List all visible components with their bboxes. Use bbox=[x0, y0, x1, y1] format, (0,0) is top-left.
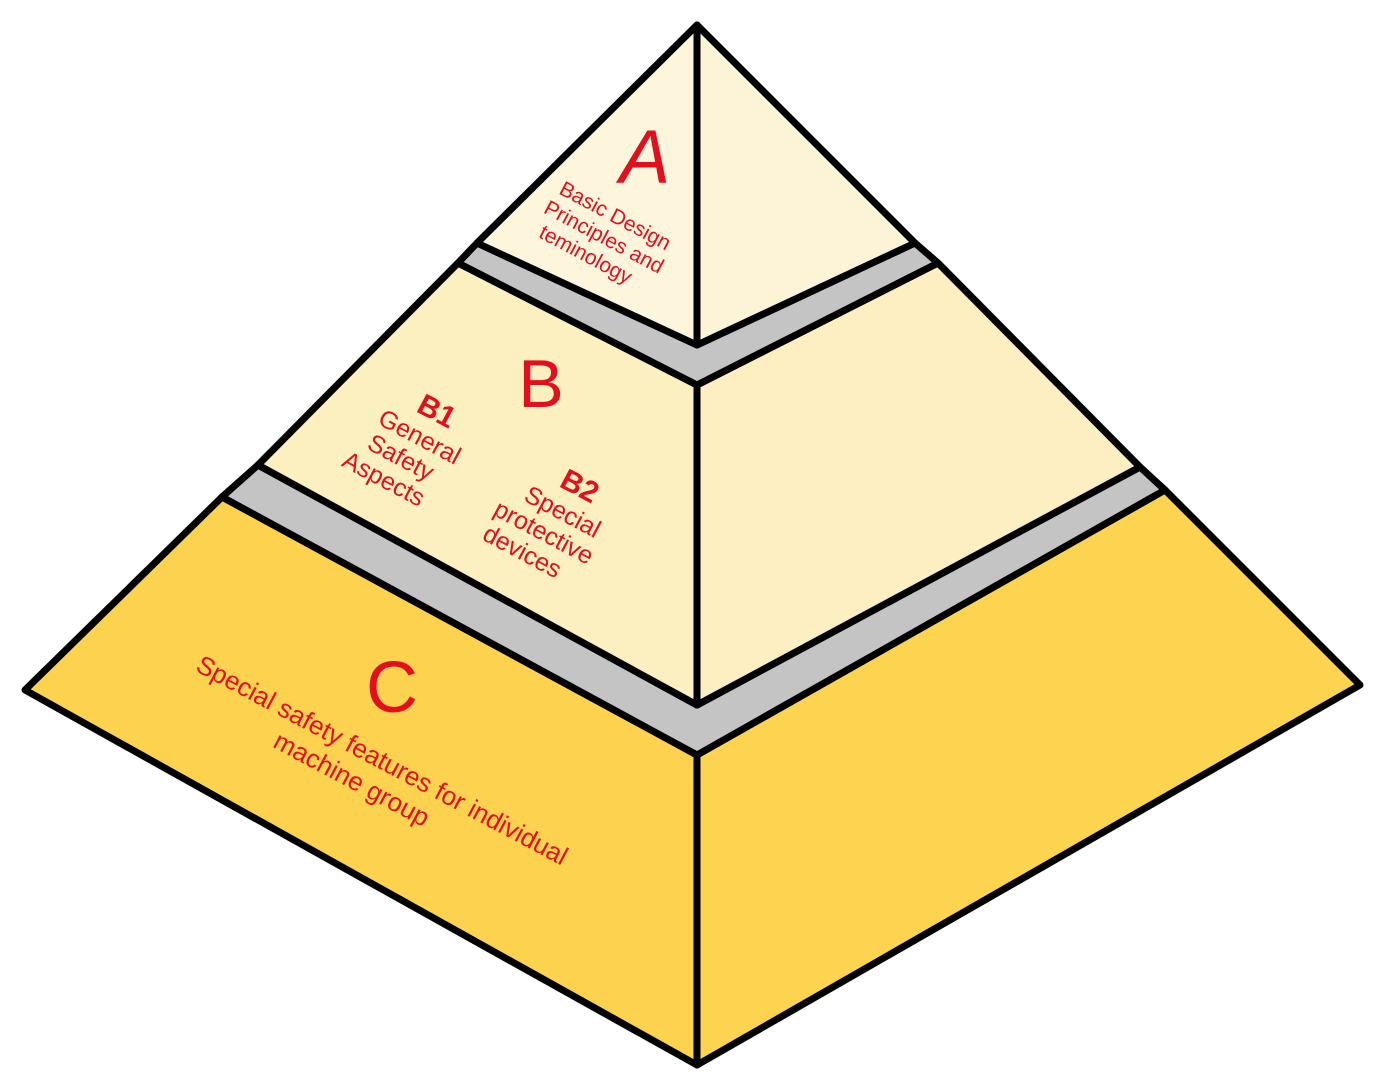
level-a-letter: A bbox=[616, 115, 671, 200]
level-b-letter: B bbox=[518, 346, 563, 422]
level-c-letter: C bbox=[366, 648, 418, 728]
level-a-right-face bbox=[693, 21, 919, 349]
